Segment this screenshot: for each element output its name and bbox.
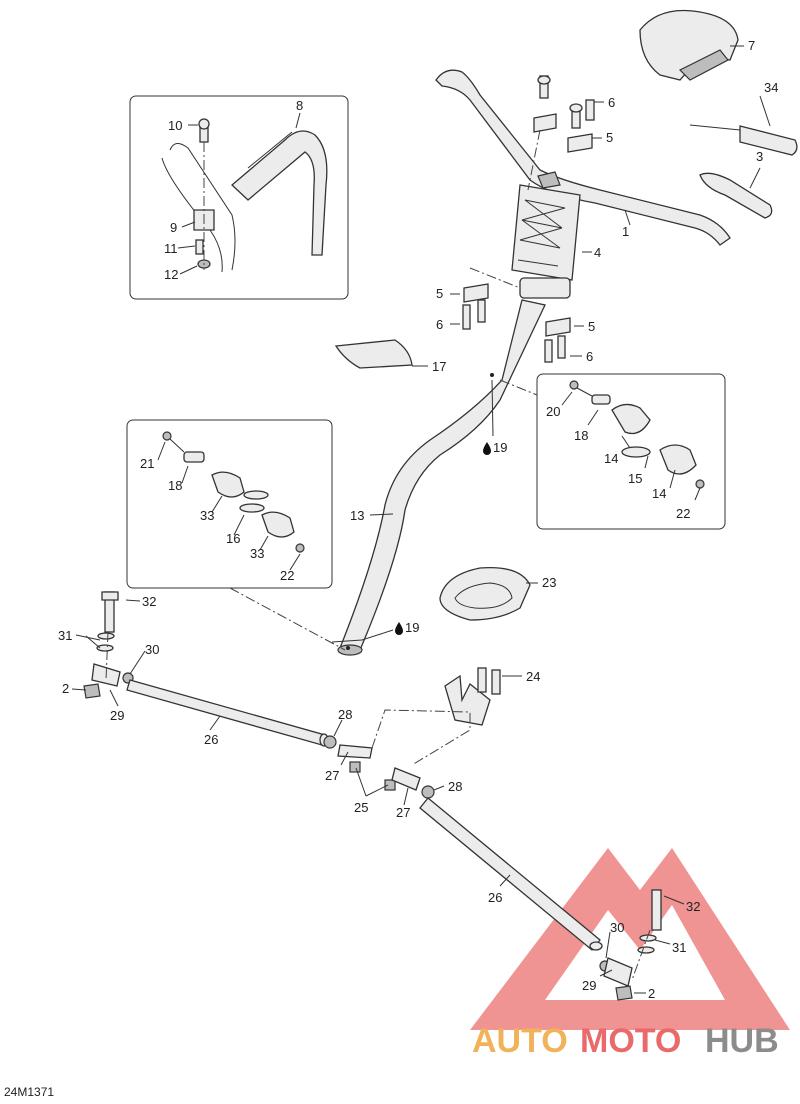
callout-2-right: 2 [648, 986, 655, 1001]
lower-clamps [450, 267, 584, 363]
callout-28-right: 28 [448, 779, 462, 794]
callout-7: 7 [748, 38, 755, 53]
callout-30-left: 30 [145, 642, 159, 657]
callout-33-upper: 33 [200, 508, 214, 523]
callout-15: 15 [628, 471, 642, 486]
watermark-hub: HUB [705, 1022, 779, 1060]
callout-10: 10 [168, 118, 182, 133]
drawing-id: 24M1371 [4, 1085, 55, 1099]
callout-27-left: 27 [325, 768, 339, 783]
callout-6-left: 6 [436, 317, 443, 332]
callout-20: 20 [546, 404, 560, 419]
callout-19-lower: 19 [395, 620, 419, 635]
callout-6-top: 6 [608, 95, 615, 110]
detail-box-left [126, 419, 346, 651]
callout-4: 4 [594, 245, 601, 260]
callout-24: 24 [526, 669, 540, 684]
callout-labels: 1 2 2 3 4 5 5 5 6 6 6 7 8 9 10 11 12 13 … [58, 38, 778, 1001]
callout-8: 8 [296, 98, 303, 113]
callout-19-lower-text: 19 [405, 620, 419, 635]
oil-drop-icon [395, 622, 403, 635]
callout-18-left: 18 [168, 478, 182, 493]
oil-drop-icon [483, 442, 491, 455]
callout-22-left: 22 [280, 568, 294, 583]
tie-rod-left [71, 591, 329, 747]
callout-31-right: 31 [672, 940, 686, 955]
callout-1: 1 [622, 224, 629, 239]
callout-14-b: 14 [652, 486, 666, 501]
callout-21: 21 [140, 456, 154, 471]
watermark-text: AUTO MOTO HUB [472, 1022, 779, 1060]
callout-34: 34 [764, 80, 778, 95]
callout-31-left: 31 [58, 628, 72, 643]
callout-32-left: 32 [142, 594, 156, 609]
watermark-auto: AUTO [472, 1022, 568, 1060]
callout-6-right: 6 [586, 349, 593, 364]
watermark-moto: MOTO [580, 1022, 681, 1060]
grips [689, 95, 798, 219]
callout-29-right: 29 [582, 978, 596, 993]
callout-30-right: 30 [610, 920, 624, 935]
callout-17: 17 [432, 359, 446, 374]
callout-16: 16 [226, 531, 240, 546]
watermark-logo [470, 848, 790, 1030]
detail-box-right [499, 373, 726, 530]
callout-32-right: 32 [686, 899, 700, 914]
callout-3: 3 [756, 149, 763, 164]
steering-column [331, 299, 546, 656]
callout-18-right: 18 [574, 428, 588, 443]
callout-25: 25 [354, 800, 368, 815]
callout-19-upper: 19 [483, 440, 507, 455]
handlebar-pad [639, 9, 744, 81]
callout-19-upper-text: 19 [493, 440, 507, 455]
callout-26-right: 26 [488, 890, 502, 905]
callout-33-lower: 33 [250, 546, 264, 561]
boot-part-23 [439, 566, 538, 621]
callout-11: 11 [164, 241, 178, 256]
callout-2-left: 2 [62, 681, 69, 696]
center-link [323, 667, 522, 806]
plate-part-17 [334, 339, 428, 369]
callout-5-right: 5 [588, 319, 595, 334]
callout-27-right: 27 [396, 805, 410, 820]
upper-clamps [527, 75, 604, 191]
callout-14-a: 14 [604, 451, 618, 466]
handlebar-assembly [435, 69, 731, 299]
callout-13: 13 [350, 508, 364, 523]
callout-9: 9 [170, 220, 177, 235]
callout-23: 23 [542, 575, 556, 590]
callout-26-left: 26 [204, 732, 218, 747]
watermark-triangle [470, 848, 790, 1030]
callout-5-left: 5 [436, 286, 443, 301]
callout-12: 12 [164, 267, 178, 282]
tie-rod-right [419, 797, 685, 1001]
callout-5-top: 5 [606, 130, 613, 145]
detail-box-clamp [129, 95, 349, 300]
callout-22-right: 22 [676, 506, 690, 521]
callout-28-left: 28 [338, 707, 352, 722]
callout-29-left: 29 [110, 708, 124, 723]
